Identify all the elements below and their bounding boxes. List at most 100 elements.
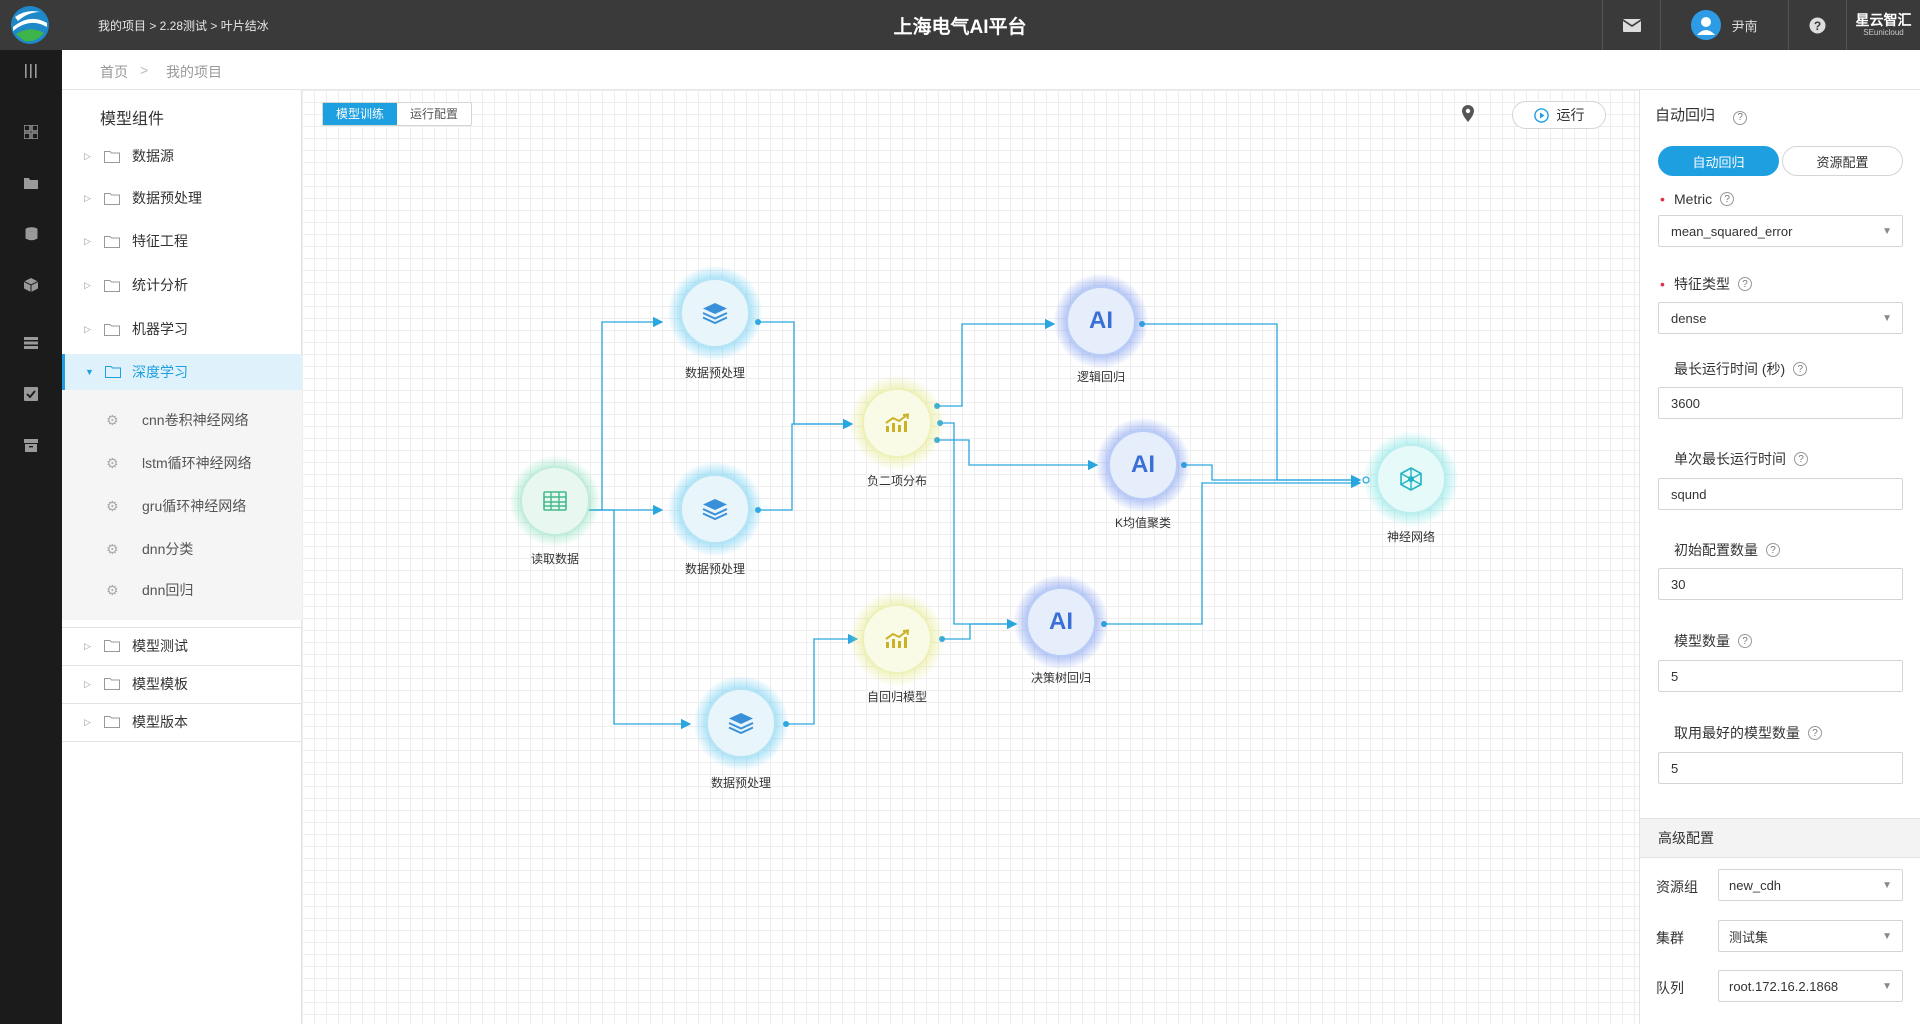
component-dnn-classify[interactable]: ⚙ dnn分类: [62, 529, 302, 569]
help-icon[interactable]: ?: [1738, 277, 1752, 291]
input-value: 30: [1671, 576, 1686, 592]
breadcrumb-current[interactable]: 我的项目: [166, 64, 222, 80]
expand-arrow-icon: ▷: [84, 640, 91, 651]
gear-icon: ⚙: [106, 581, 119, 598]
label-text: 最长运行时间 (秒): [1674, 361, 1786, 377]
workflow-canvas[interactable]: 模型训练 运行配置 运行: [302, 90, 1639, 1024]
resource-group-select[interactable]: new_cdh▼: [1718, 869, 1903, 901]
node-label: 数据预处理: [710, 776, 771, 790]
input-value: 3600: [1671, 395, 1700, 411]
help-icon[interactable]: ?: [1720, 192, 1735, 206]
tree-group-test[interactable]: ▷ 模型测试: [62, 627, 302, 665]
seg-auto-regression[interactable]: 自动回归: [1658, 146, 1779, 176]
expand-arrow-icon: ▷: [84, 150, 91, 161]
seg-resource-config[interactable]: 资源配置: [1782, 146, 1903, 176]
user-menu[interactable]: 尹南: [1660, 0, 1788, 50]
expand-arrow-icon: ▷: [84, 279, 91, 290]
folder-icon: [104, 324, 120, 336]
run-button[interactable]: 运行: [1512, 101, 1606, 129]
tree-group-label: 特征工程: [132, 233, 188, 249]
advanced-config-header[interactable]: 高级配置: [1640, 818, 1920, 858]
folder-icon: [105, 366, 121, 378]
tree-group-statistics[interactable]: ▷ 统计分析: [62, 265, 302, 305]
input-value: 5: [1671, 760, 1679, 776]
divider: [62, 703, 302, 704]
chart-icon: [885, 629, 910, 648]
tab-model-training[interactable]: 模型训练: [323, 103, 398, 125]
input-value: sqund: [1671, 486, 1707, 502]
nav-archive[interactable]: [0, 430, 62, 460]
single-runtime-input[interactable]: sqund: [1658, 478, 1903, 510]
component-lstm[interactable]: ⚙ lstm循环神经网络: [62, 443, 302, 483]
folder-icon: [104, 151, 120, 163]
tree-group-ml[interactable]: ▷ 机器学习: [62, 309, 302, 349]
model-count-input[interactable]: 5: [1658, 660, 1903, 692]
cluster-select[interactable]: 测试集▼: [1718, 920, 1903, 952]
brand-logo: 星云智汇 SEunicloud: [1846, 0, 1920, 50]
mail-button[interactable]: [1602, 0, 1660, 50]
tab-run-config[interactable]: 运行配置: [410, 107, 459, 121]
help-icon[interactable]: ?: [1793, 362, 1808, 376]
chevron-down-icon: ▼: [1882, 879, 1892, 891]
edge-negbin-dtree: [940, 422, 1018, 630]
nav-files[interactable]: [0, 168, 62, 198]
field-label-feature-type: •特征类型?: [1660, 274, 1752, 294]
cube-icon: [24, 278, 38, 292]
table-icon: [543, 491, 567, 511]
node-circle: [706, 688, 776, 758]
breadcrumb-home[interactable]: 首页: [100, 64, 128, 80]
help-icon[interactable]: ?: [1738, 634, 1752, 648]
project-breadcrumb[interactable]: 我的项目 > 2.28测试 > 叶片结冰: [98, 19, 269, 33]
layers-icon: [702, 499, 728, 520]
metric-select[interactable]: mean_squared_error▼: [1658, 215, 1903, 247]
platform-logo[interactable]: [6, 3, 54, 47]
menu-toggle[interactable]: [0, 56, 62, 86]
nav-dashboard[interactable]: [0, 117, 62, 147]
feature-type-select[interactable]: dense▼: [1658, 302, 1903, 334]
expand-arrow-icon: ▷: [84, 235, 91, 246]
chevron-down-icon: ▼: [1882, 980, 1892, 992]
nav-list[interactable]: [0, 328, 62, 358]
help-icon[interactable]: ?: [1766, 543, 1780, 557]
best-models-input[interactable]: 5: [1658, 752, 1903, 784]
help-icon[interactable]: ?: [1733, 110, 1748, 125]
archive-icon: [24, 438, 38, 452]
svg-text:?: ?: [1814, 19, 1821, 33]
tree-group-label: 模型模板: [132, 676, 188, 692]
tree-group-datasource[interactable]: ▷ 数据源: [62, 136, 302, 176]
help-icon[interactable]: ?: [1808, 726, 1822, 740]
tree-group-deeplearning[interactable]: ▼ 深度学习: [62, 354, 302, 390]
component-cnn[interactable]: ⚙ cnn卷积神经网络: [62, 400, 302, 440]
component-gru[interactable]: ⚙ gru循环神经网络: [62, 486, 302, 526]
folder-icon: [104, 236, 120, 248]
nav-database[interactable]: [0, 219, 62, 249]
tree-group-feature[interactable]: ▷ 特征工程: [62, 221, 302, 261]
tree-group-version[interactable]: ▷ 模型版本: [62, 703, 302, 741]
node-label: 逻辑回归: [1076, 370, 1125, 384]
max-runtime-input[interactable]: 3600: [1658, 387, 1903, 419]
config-panel: 自动回归 ? 自动回归 资源配置 •Metric? mean_squared_e…: [1639, 90, 1920, 1024]
play-icon: [1533, 107, 1549, 123]
component-dnn-regress[interactable]: ⚙ dnn回归: [62, 570, 302, 610]
nav-tasks[interactable]: [0, 379, 62, 409]
brand-text: 星云智汇: [1855, 12, 1912, 28]
tree-group-label: 深度学习: [132, 364, 188, 380]
required-mark: •: [1660, 276, 1665, 292]
help-button[interactable]: ?: [1788, 0, 1846, 50]
node-circle: [520, 466, 590, 536]
node-circle: [1376, 444, 1446, 514]
help-icon[interactable]: ?: [1794, 452, 1808, 466]
nav-models[interactable]: [0, 270, 62, 300]
checkbox-icon: [24, 387, 38, 401]
location-pin-icon[interactable]: [1462, 105, 1474, 122]
label-text: 单次最长运行时间: [1674, 451, 1786, 467]
init-config-input[interactable]: 30: [1658, 568, 1903, 600]
queue-select[interactable]: root.172.16.2.1868▼: [1718, 970, 1903, 1002]
node-circle: [680, 278, 750, 348]
tree-group-template[interactable]: ▷ 模型模板: [62, 665, 302, 703]
file-icon: [24, 178, 38, 189]
avatar: [1691, 10, 1722, 40]
node-label: 神经网络: [1386, 530, 1435, 544]
tree-group-preprocess[interactable]: ▷ 数据预处理: [62, 178, 302, 218]
tree-group-label: 模型测试: [132, 638, 188, 654]
